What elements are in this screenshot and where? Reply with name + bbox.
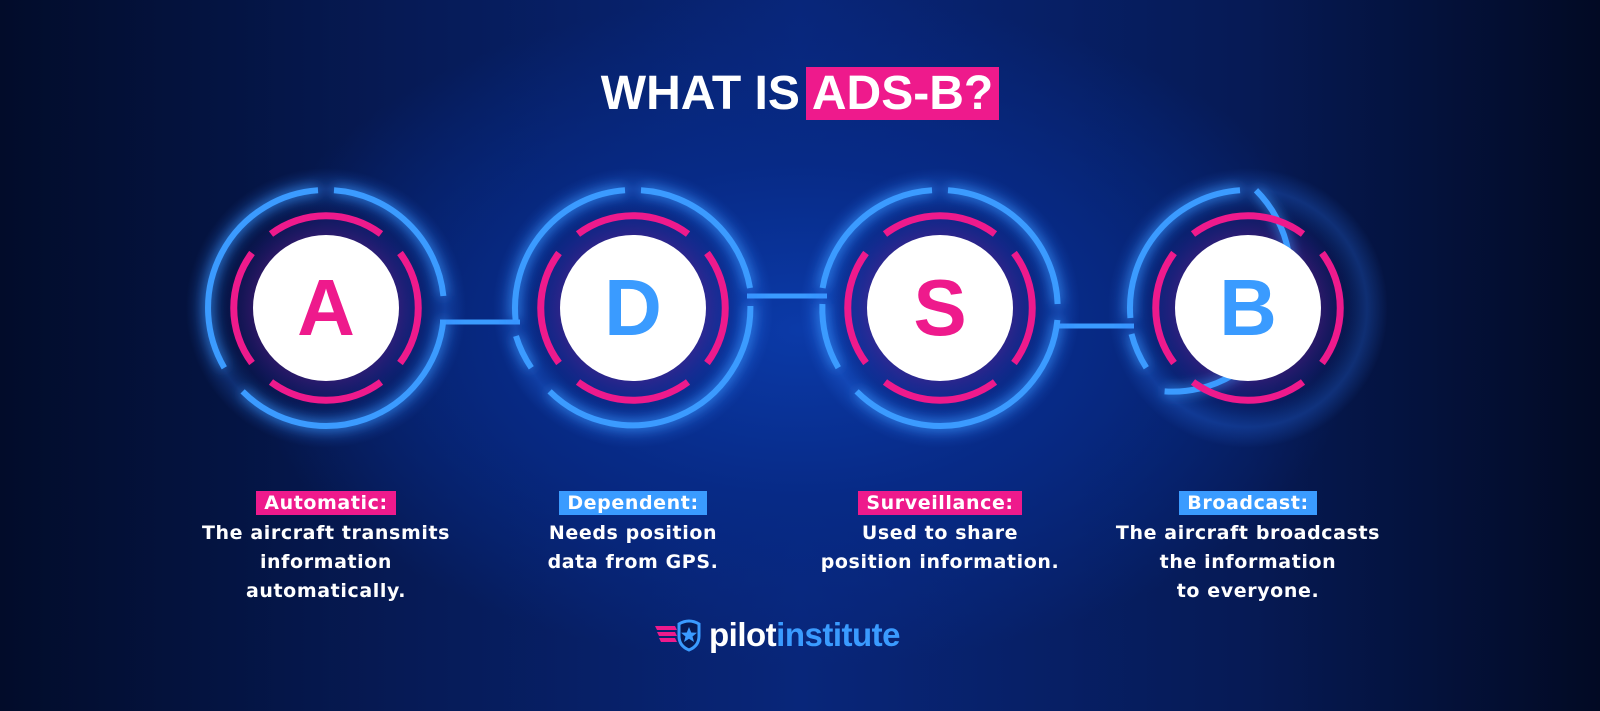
step-description: Used to share position information. [820, 522, 1060, 573]
step-description: Needs position data from GPS. [547, 522, 719, 573]
title-prefix: WHAT IS [600, 67, 800, 120]
letter-a: A [297, 263, 355, 352]
title-highlight: ADS-B? [805, 67, 1000, 120]
logo-word-pilot: pilot [709, 616, 777, 653]
node-d [493, 168, 773, 448]
step-label: Surveillance: [858, 491, 1022, 515]
letter-b: B [1219, 263, 1277, 352]
pilot-institute-logo: pilotinstitute [655, 615, 900, 655]
step-surveillance: Surveillance: Used to share position inf… [790, 489, 1090, 577]
node-a [186, 168, 466, 448]
step-description: The aircraft broadcasts the information … [1115, 522, 1381, 602]
step-label: Dependent: [559, 491, 707, 515]
logo-word-institute: institute [776, 616, 900, 653]
step-label: Automatic: [256, 491, 396, 515]
letter-d: D [604, 263, 662, 352]
node-b [1108, 168, 1388, 448]
letter-s: S [913, 263, 967, 352]
winged-star-shield-icon [655, 619, 701, 652]
step-broadcast: Broadcast: The aircraft broadcasts the i… [1098, 489, 1398, 606]
step-label: Broadcast: [1179, 491, 1317, 515]
node-s [800, 168, 1080, 448]
step-description: The aircraft transmits information autom… [201, 522, 451, 602]
step-automatic: Automatic: The aircraft transmits inform… [176, 489, 476, 606]
step-dependent: Dependent: Needs position data from GPS. [483, 489, 783, 577]
